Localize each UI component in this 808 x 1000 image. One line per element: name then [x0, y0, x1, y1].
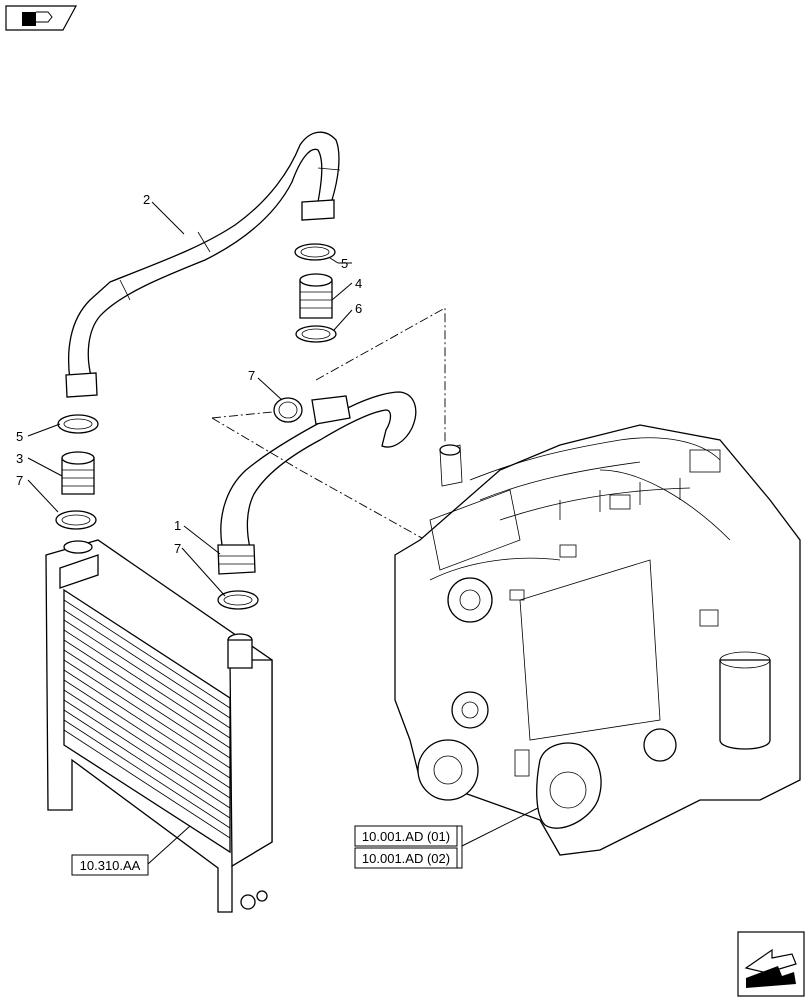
callout-4: 4: [355, 276, 362, 291]
callout-6: 6: [355, 301, 362, 316]
book-pointer-icon: [5, 5, 78, 31]
callout-7-lower: 7: [174, 541, 181, 556]
leader-lines: [27, 201, 539, 865]
ref-engine-2[interactable]: 10.001.AD (02): [354, 847, 458, 869]
clamp-7-lower: [217, 590, 259, 610]
clamp-7-left: [55, 510, 97, 530]
lower-hose: [217, 391, 417, 575]
callout-1: 1: [174, 518, 181, 533]
engine-block: [394, 424, 801, 856]
intercooler: [45, 539, 273, 913]
clamp-5-upper: [294, 243, 336, 261]
callouts: 2 5 4 6 7 5 3 7 1 7: [16, 192, 362, 556]
next-page-arrow-icon[interactable]: [737, 931, 805, 997]
clamp-6: [295, 325, 337, 343]
ref-engine-1[interactable]: 10.001.AD (01): [354, 825, 458, 847]
ref-engine-1-label: 10.001.AD (01): [362, 829, 450, 844]
coupling-4: [299, 273, 333, 319]
ref-engine-2-label: 10.001.AD (02): [362, 851, 450, 866]
ref-bracket: [457, 825, 463, 869]
callout-7-left: 7: [16, 473, 23, 488]
callout-7-top: 7: [248, 368, 255, 383]
callout-3: 3: [16, 451, 23, 466]
ref-radiator[interactable]: 10.310.AA: [71, 854, 149, 876]
upper-hose: [65, 131, 341, 398]
coupling-3: [61, 451, 95, 495]
assembly-lines: [211, 307, 516, 591]
ref-radiator-label: 10.310.AA: [80, 858, 141, 873]
clamp-5-lower: [57, 414, 99, 434]
callout-5-lower: 5: [16, 429, 23, 444]
callout-2: 2: [143, 192, 150, 207]
clamp-7-top: [273, 397, 303, 423]
callout-5-upper: 5: [341, 256, 348, 271]
